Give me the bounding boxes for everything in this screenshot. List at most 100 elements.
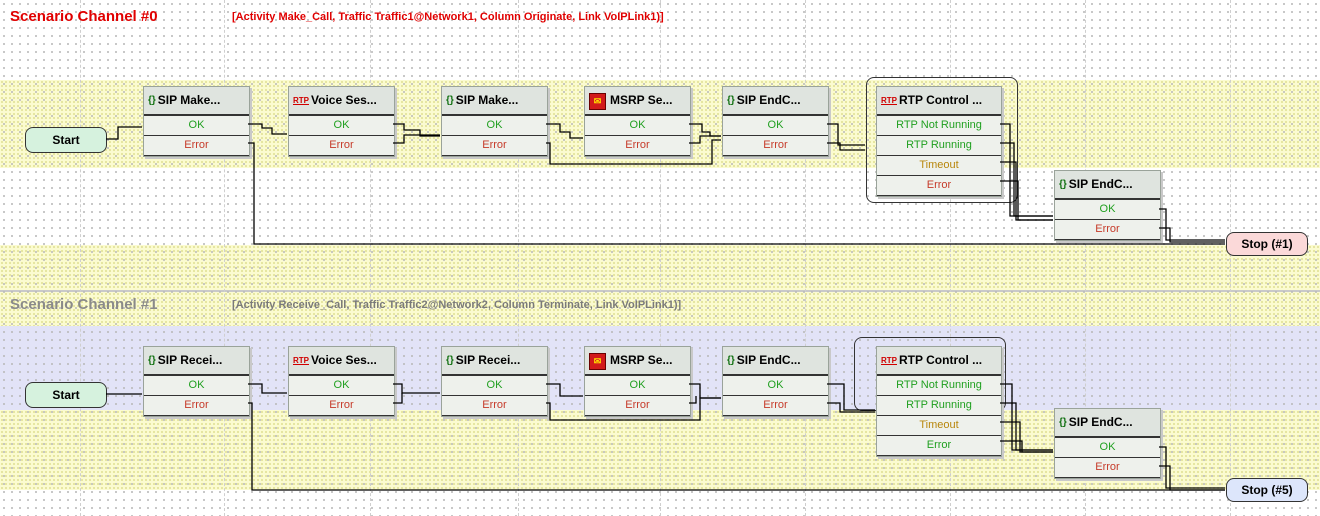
grid-column-line <box>370 0 371 516</box>
sip-icon: {} <box>727 95 735 106</box>
error-output[interactable]: Error <box>877 176 1001 196</box>
node-title: MSRP Se... <box>610 353 673 367</box>
grid-column-line <box>1085 0 1086 516</box>
sip-icon: {} <box>446 355 454 366</box>
node-title: SIP Recei... <box>455 353 521 367</box>
error-output[interactable]: Error <box>723 396 828 416</box>
error-output[interactable]: Error <box>585 396 690 416</box>
connector <box>689 135 721 144</box>
sip-end-call-node[interactable]: {}SIP EndC... OK Error <box>1054 408 1161 479</box>
rtp-icon: RTP <box>881 96 897 105</box>
ok-output[interactable]: OK <box>144 116 249 136</box>
start-node[interactable]: Start <box>25 127 107 153</box>
ok-output[interactable]: OK <box>723 116 828 136</box>
connector <box>689 123 721 137</box>
connector <box>1159 227 1225 243</box>
sip-end-call-node[interactable]: {}SIP EndC... OK Error <box>722 86 829 157</box>
error-output[interactable]: Error <box>723 136 828 156</box>
sip-receive-call-node[interactable]: {}SIP Recei... OK Error <box>143 346 250 417</box>
channel1-description: [Activity Receive_Call, Traffic Traffic2… <box>232 299 682 311</box>
connector <box>546 123 583 139</box>
stop-node[interactable]: Stop (#1) <box>1226 232 1308 256</box>
error-output[interactable]: Error <box>585 136 690 156</box>
sip-end-call-node[interactable]: {}SIP EndC... OK Error <box>1054 170 1161 241</box>
connector <box>1159 465 1225 491</box>
connector <box>827 402 875 413</box>
ok-output[interactable]: OK <box>442 376 547 396</box>
error-output[interactable]: Error <box>144 136 249 156</box>
node-title: SIP EndC... <box>736 353 801 367</box>
connector <box>1000 180 1053 221</box>
rtp-not-running-output[interactable]: RTP Not Running <box>877 116 1001 136</box>
rtp-running-output[interactable]: RTP Running <box>877 136 1001 156</box>
node-title: SIP EndC... <box>1068 177 1133 191</box>
error-output[interactable]: Error <box>289 136 394 156</box>
node-title: SIP Make... <box>157 93 221 107</box>
connector <box>689 396 697 404</box>
connector <box>827 383 875 411</box>
error-output[interactable]: Error <box>1055 220 1160 240</box>
node-title: SIP Recei... <box>157 353 223 367</box>
error-output[interactable]: Error <box>144 396 249 416</box>
sip-receive-call-node[interactable]: {}SIP Recei... OK Error <box>441 346 548 417</box>
channel1-title: Scenario Channel #1 <box>10 296 158 313</box>
ok-output[interactable]: OK <box>585 116 690 136</box>
error-output[interactable]: Error <box>442 396 547 416</box>
connector <box>827 123 865 146</box>
ok-output[interactable]: OK <box>289 116 394 136</box>
node-title: Voice Ses... <box>311 353 377 367</box>
sip-make-call-node[interactable]: {}SIP Make... OK Error <box>441 86 548 157</box>
error-output[interactable]: Error <box>877 436 1001 456</box>
rtp-not-running-output[interactable]: RTP Not Running <box>877 376 1001 396</box>
stop-node[interactable]: Stop (#5) <box>1226 478 1308 502</box>
timeout-output[interactable]: Timeout <box>877 416 1001 436</box>
ok-output[interactable]: OK <box>585 376 690 396</box>
error-output[interactable]: Error <box>1055 458 1160 478</box>
connector <box>1000 161 1053 221</box>
ok-output[interactable]: OK <box>442 116 547 136</box>
grid-column-line <box>805 0 806 516</box>
grid-column-line <box>950 0 951 516</box>
start-node[interactable]: Start <box>25 382 107 408</box>
rtp-control-frame <box>866 77 1018 203</box>
connector <box>248 402 1225 491</box>
connector <box>248 142 1225 245</box>
ok-output[interactable]: OK <box>144 376 249 396</box>
sip-icon: {} <box>1059 417 1067 428</box>
sip-icon: {} <box>1059 179 1067 190</box>
sip-end-call-node[interactable]: {}SIP EndC... OK Error <box>722 346 829 417</box>
ok-output[interactable]: OK <box>1055 438 1160 458</box>
msrp-session-node[interactable]: ✉MSRP Se... OK Error <box>584 86 691 157</box>
connector <box>1000 440 1053 453</box>
sip-icon: {} <box>148 95 156 106</box>
ok-output[interactable]: OK <box>289 376 394 396</box>
connector <box>106 126 142 140</box>
sip-make-call-node[interactable]: {}SIP Make... OK Error <box>143 86 250 157</box>
msrp-session-node[interactable]: ✉MSRP Se... OK Error <box>584 346 691 417</box>
error-output[interactable]: Error <box>442 136 547 156</box>
ok-output[interactable]: OK <box>1055 200 1160 220</box>
connector <box>546 139 721 165</box>
rtp-icon: RTP <box>293 356 309 365</box>
connector <box>1000 383 1053 451</box>
connector <box>1000 402 1053 451</box>
timeout-output[interactable]: Timeout <box>877 156 1001 176</box>
ok-output[interactable]: OK <box>723 376 828 396</box>
grid-column-line <box>80 0 81 516</box>
connector <box>1159 208 1225 241</box>
connector <box>248 123 287 135</box>
rtp-icon: RTP <box>293 96 309 105</box>
node-title: SIP EndC... <box>736 93 801 107</box>
connector <box>1000 123 1053 217</box>
connector <box>1000 142 1053 217</box>
sip-icon: {} <box>148 355 156 366</box>
error-output[interactable]: Error <box>289 396 394 416</box>
connector <box>827 142 865 151</box>
grid-column-line <box>1230 0 1231 516</box>
rtp-running-output[interactable]: RTP Running <box>877 396 1001 416</box>
